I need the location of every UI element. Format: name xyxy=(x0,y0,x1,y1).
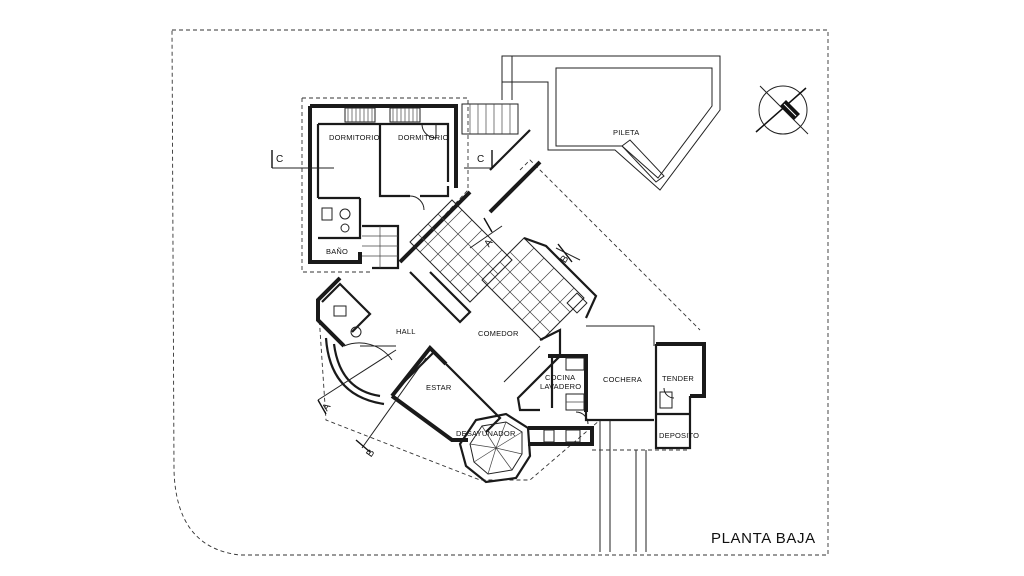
room-label-pileta: PILETA xyxy=(613,128,640,137)
section-c-left-label: C xyxy=(276,154,283,165)
section-a-bottom-label: A xyxy=(320,401,333,413)
room-label-dormitorio-2: DORMITORIO xyxy=(398,133,449,142)
bedroom-wing-walls xyxy=(308,104,458,264)
room-label-desayunador: DESAYUNADOR xyxy=(456,429,516,438)
room-label-bano: BAÑO xyxy=(326,247,348,256)
garage xyxy=(584,325,690,552)
section-c: C C xyxy=(271,150,493,169)
tender-deposito xyxy=(654,342,706,450)
counter-strip xyxy=(528,411,594,446)
north-arrow-icon xyxy=(755,85,809,135)
room-label-deposito: DEPOSITO xyxy=(659,431,699,440)
section-c-right-label: C xyxy=(477,154,484,165)
room-label-dormitorio-1: DORMITORIO xyxy=(329,133,380,142)
kitchen-block xyxy=(548,354,588,412)
breakfast-nook xyxy=(458,412,532,484)
room-label-comedor: COMEDOR xyxy=(478,329,519,338)
room-label-lavadero: LAVADERO xyxy=(540,382,581,391)
room-label-estar: ESTAR xyxy=(426,383,452,392)
pool xyxy=(501,55,721,191)
section-b-bottom-label: B xyxy=(364,447,377,459)
property-boundary xyxy=(171,29,829,556)
interior-stair xyxy=(362,224,400,270)
drawing-title: PLANTA BAJA xyxy=(711,530,816,547)
room-label-tender: TENDER xyxy=(662,374,694,383)
room-label-cocina: COCINA xyxy=(545,373,575,382)
patio-steps xyxy=(461,103,519,135)
room-label-hall: HALL xyxy=(396,327,416,336)
room-label-cochera: COCHERA xyxy=(603,375,642,384)
gallery-diagonal xyxy=(398,129,598,341)
